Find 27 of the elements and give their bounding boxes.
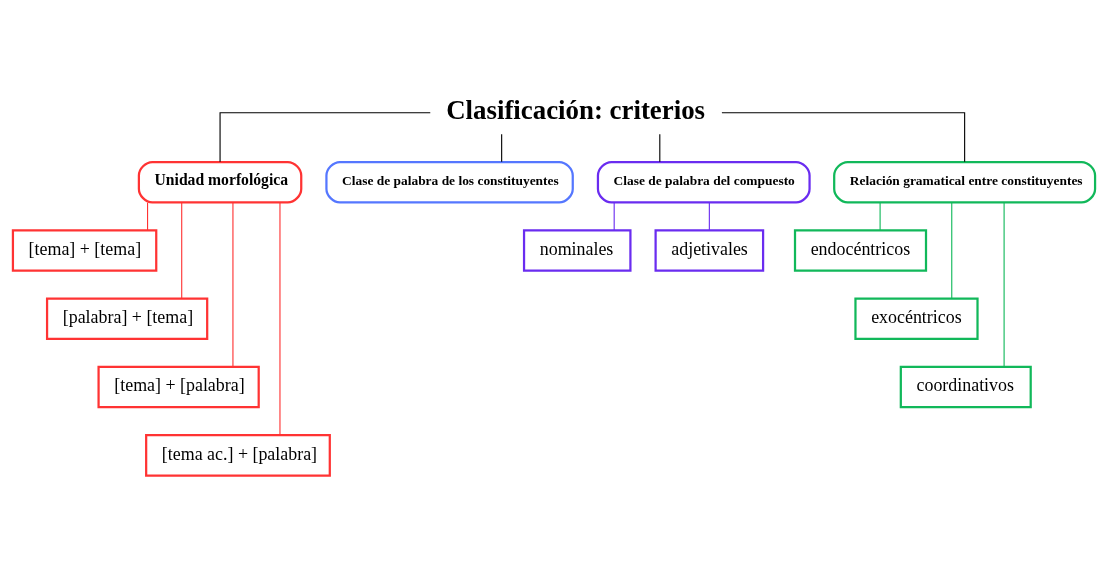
node-box: exocéntricos bbox=[854, 297, 979, 341]
connector bbox=[1003, 202, 1005, 368]
node-box: Unidad morfológica bbox=[137, 160, 303, 204]
connector bbox=[279, 202, 281, 436]
connector bbox=[613, 202, 615, 231]
connector bbox=[659, 133, 661, 163]
connector bbox=[181, 201, 183, 300]
node-box: endocéntricos bbox=[793, 229, 928, 272]
connector bbox=[951, 201, 953, 300]
connector bbox=[879, 202, 881, 231]
connector bbox=[232, 202, 234, 368]
connector bbox=[708, 202, 710, 231]
node-box: [tema] + [palabra] bbox=[97, 365, 260, 409]
connector bbox=[219, 112, 431, 163]
node-box: Relación gramatical entre constituyentes bbox=[833, 160, 1097, 204]
node-box: [tema] + [tema] bbox=[11, 229, 158, 272]
node-box: Clase de palabra del compuesto bbox=[596, 160, 811, 204]
connector bbox=[147, 202, 149, 231]
node-box: Clase de palabra de los constituyentes bbox=[325, 160, 574, 204]
node-box: coordinativos bbox=[899, 365, 1032, 409]
node-box: [tema ac.] + [palabra] bbox=[145, 434, 331, 477]
node-box: [palabra] + [tema] bbox=[45, 297, 209, 341]
connector bbox=[721, 112, 966, 163]
node-text: Clasificación: criterios bbox=[446, 94, 706, 125]
node-box: adjetivales bbox=[654, 229, 765, 272]
connector bbox=[501, 133, 503, 163]
node-box: nominales bbox=[522, 229, 632, 272]
